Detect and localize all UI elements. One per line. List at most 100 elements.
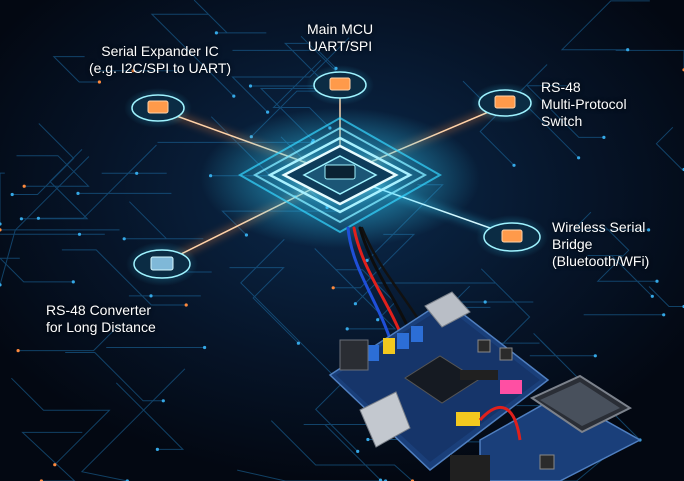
node-main-mcu-disc — [306, 65, 374, 105]
trace-dot — [149, 294, 153, 298]
trace-line — [270, 420, 413, 481]
trace-dot — [10, 192, 14, 197]
trace-line — [150, 13, 235, 97]
label-wireless-bridge-line-1: Wireless Serial — [552, 219, 646, 235]
label-rs48-switch: RS-48 Multi-Protocol Switch — [541, 79, 671, 130]
trace-dot — [353, 302, 357, 306]
central-hub — [200, 108, 480, 248]
trace-dot — [232, 94, 236, 98]
trace-dot — [76, 191, 80, 195]
label-main-mcu-line-2: UART/SPI — [307, 38, 373, 54]
label-rs48-switch-line-2: Multi-Protocol — [541, 96, 627, 112]
trace-line — [0, 172, 5, 224]
trace-line — [335, 269, 396, 321]
trace-line — [587, 255, 653, 297]
trace-line — [452, 285, 534, 303]
trace-line — [529, 333, 596, 357]
trace-line — [0, 156, 90, 286]
trace-dot — [161, 399, 165, 403]
trace-dot — [593, 354, 597, 358]
trace-dot — [626, 48, 630, 52]
trace-dot — [366, 437, 370, 442]
trace-line — [21, 431, 83, 481]
trace-line — [250, 42, 330, 87]
trace-dot — [184, 303, 188, 307]
trace-dot — [650, 294, 654, 298]
trace-dot — [19, 217, 23, 221]
label-rs48-converter-line-2: for Long Distance — [46, 319, 156, 335]
trace-dot — [512, 163, 516, 167]
node-rs48-converter-disc — [126, 242, 198, 286]
trace-line — [648, 286, 684, 307]
trace-dot — [155, 447, 159, 451]
trace-line — [18, 323, 121, 352]
label-rs48-switch-line-3: Switch — [541, 113, 583, 129]
trace-line — [596, 226, 657, 282]
trace-dot — [376, 318, 380, 322]
trace-dot — [662, 313, 666, 317]
trace-line — [0, 257, 74, 283]
trace-dot — [266, 110, 270, 114]
trace-dot — [22, 184, 26, 188]
trace-dot — [0, 228, 2, 232]
label-wireless-bridge-line-3: (Bluetooth/WFi) — [552, 253, 650, 269]
dev-board-display — [450, 374, 642, 481]
trace-dot — [71, 280, 75, 284]
trace-dot — [214, 31, 218, 35]
label-serial-expander-line-2: (e.g. I2C/SPI to UART) — [88, 60, 232, 76]
label-wireless-bridge: Wireless Serial Bridge (Bluetooth/WFi) — [552, 219, 677, 270]
trace-line — [11, 377, 111, 466]
trace-dot — [97, 80, 101, 84]
trace-dot — [244, 233, 248, 237]
trace-dot — [0, 222, 2, 226]
label-wireless-bridge-line-2: Bridge — [552, 236, 593, 252]
trace-dot — [248, 84, 253, 88]
label-serial-expander: Serial Expander IC (e.g. I2C/SPI to UART… — [60, 43, 260, 77]
trace-line — [355, 282, 496, 305]
label-serial-expander-line-1: Serial Expander IC — [101, 43, 219, 59]
label-rs48-switch-line-1: RS-48 — [541, 79, 581, 95]
trace-dot — [647, 228, 651, 232]
trace-dot — [331, 286, 335, 290]
trace-dot — [345, 327, 349, 331]
label-main-mcu: Main MCU UART/SPI — [290, 21, 390, 55]
trace-dot — [356, 449, 360, 453]
node-rs48-switch-disc — [471, 83, 539, 123]
node-serial-expander-disc — [124, 88, 192, 128]
trace-dot — [135, 171, 139, 175]
trace-line — [16, 155, 90, 187]
trace-line — [52, 56, 100, 83]
trace-dot — [122, 237, 126, 241]
trace-dot — [131, 69, 135, 73]
trace-line — [65, 352, 164, 402]
trace-dot — [602, 135, 606, 139]
trace-line — [231, 37, 350, 113]
trace-line — [508, 455, 607, 481]
trace-line — [615, 49, 684, 70]
label-rs48-converter-line-1: RS-48 Converter — [46, 302, 152, 318]
trace-dot — [0, 283, 2, 287]
trace-dot — [655, 279, 659, 283]
trace-dot — [53, 463, 57, 467]
trace-line — [21, 149, 89, 220]
trace-line — [124, 201, 204, 240]
trace-line — [525, 85, 604, 138]
trace-line — [61, 249, 187, 306]
trace-dot — [296, 341, 300, 345]
trace-line — [237, 469, 386, 481]
trace-line — [560, 0, 650, 51]
trace-line — [193, 0, 267, 34]
trace-line — [115, 382, 185, 450]
trace-dot — [577, 156, 581, 160]
label-rs48-converter: RS-48 Converter for Long Distance — [46, 302, 206, 336]
trace-dot — [203, 345, 207, 350]
trace-dot — [483, 300, 487, 304]
trace-line — [240, 239, 350, 392]
trace-line — [572, 211, 649, 231]
trace-line — [303, 424, 381, 481]
trace-line — [229, 267, 299, 344]
trace-dot — [365, 258, 369, 262]
trace-dot — [36, 216, 41, 220]
